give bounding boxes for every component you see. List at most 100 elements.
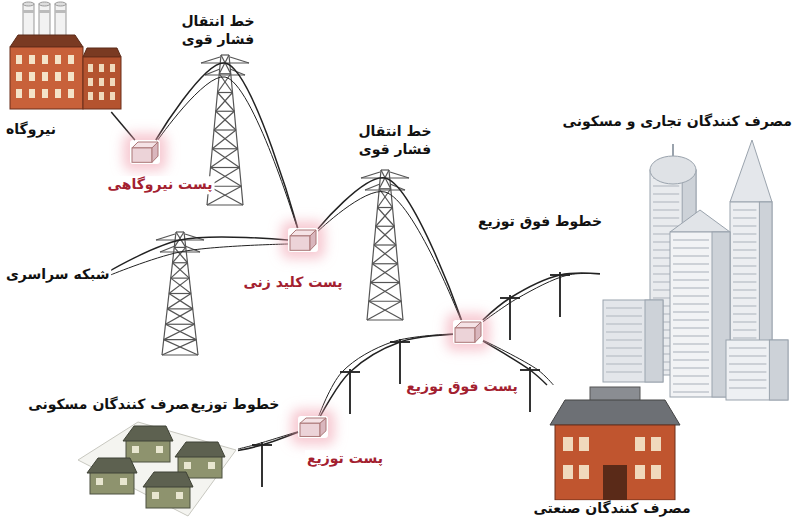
- window-row: [729, 379, 766, 381]
- node-label: پست توزیع: [305, 450, 385, 468]
- window: [651, 465, 661, 479]
- window-row: [673, 343, 709, 345]
- wire: [318, 192, 461, 320]
- window: [42, 55, 48, 64]
- window-row: [606, 315, 642, 317]
- grid-wire: [108, 237, 288, 272]
- tower-member: [169, 278, 189, 293]
- window: [651, 437, 661, 451]
- window: [96, 478, 103, 485]
- window-row: [733, 225, 756, 227]
- tower-member: [371, 282, 400, 283]
- chimney-top: [39, 2, 50, 6]
- window-row: [673, 351, 709, 353]
- pole-shaft: [399, 339, 401, 384]
- building-front: [670, 232, 730, 397]
- tower-member: [367, 319, 403, 320]
- tower-member: [211, 167, 240, 168]
- lattice-tower: [156, 232, 204, 355]
- window: [208, 462, 215, 469]
- window: [563, 437, 573, 451]
- window-row: [653, 185, 679, 187]
- window-row: [733, 313, 756, 315]
- substation-side: [475, 322, 481, 342]
- window: [635, 465, 645, 479]
- house-roof: [87, 458, 137, 473]
- window-row: [673, 375, 709, 377]
- tower-member: [166, 324, 197, 339]
- tower-member: [374, 226, 394, 245]
- window: [99, 92, 104, 100]
- window-row: [653, 209, 679, 211]
- wire: [158, 77, 297, 228]
- window-row: [673, 311, 709, 313]
- window: [156, 446, 163, 453]
- industrial-wall: [555, 425, 675, 500]
- window-row: [673, 287, 709, 289]
- chimney-stripe: [39, 10, 50, 13]
- sub-picture: [453, 320, 483, 344]
- network-label: شبکه سراسری: [4, 266, 112, 284]
- tower-member: [372, 263, 398, 264]
- sub-node: پست کلید زنی: [288, 228, 318, 252]
- window-row: [673, 255, 709, 257]
- dome: [650, 156, 696, 184]
- tower-member: [219, 73, 231, 74]
- tower-member: [166, 324, 195, 325]
- window-row: [729, 371, 766, 373]
- node-label: نیروگاه: [4, 121, 58, 139]
- factory-roof: [83, 48, 121, 57]
- tower-member: [169, 293, 191, 294]
- tower-member: [174, 247, 186, 248]
- wire: [319, 334, 453, 416]
- window: [16, 55, 22, 64]
- connector-layer: [111, 63, 600, 451]
- window: [579, 437, 589, 451]
- house-roof: [175, 442, 225, 457]
- window-row: [733, 273, 756, 275]
- tower-member: [372, 264, 399, 283]
- wire: [238, 432, 298, 450]
- factory-wing: [83, 57, 121, 109]
- window-row: [729, 387, 766, 389]
- tower-member: [378, 208, 395, 227]
- window: [16, 89, 22, 98]
- window: [110, 92, 115, 100]
- window-row: [733, 209, 756, 211]
- house-wall: [146, 486, 190, 508]
- window-row: [673, 359, 709, 361]
- tower-member: [167, 308, 193, 309]
- window: [88, 78, 93, 86]
- tower-member: [218, 93, 235, 112]
- chimney-top: [23, 2, 34, 6]
- tower-member: [166, 309, 193, 324]
- window-row: [673, 391, 709, 393]
- window-row: [673, 279, 709, 281]
- tower-member: [376, 226, 395, 227]
- window-row: [606, 355, 642, 357]
- tower-member: [216, 111, 236, 130]
- window-row: [606, 363, 642, 365]
- window: [55, 55, 61, 64]
- window-row: [733, 337, 756, 339]
- window: [152, 492, 159, 499]
- sub-picture: [288, 228, 318, 252]
- house-roof: [143, 472, 193, 487]
- tower-member: [230, 57, 249, 63]
- wire: [238, 432, 298, 449]
- window-row: [673, 383, 709, 385]
- tower-member: [174, 247, 187, 262]
- tower-member: [374, 245, 398, 264]
- substation-front: [290, 236, 310, 250]
- utility-pole: [340, 369, 360, 414]
- house-roof: [123, 426, 173, 441]
- line-label: خطوط توزیع: [189, 396, 282, 414]
- window-row: [729, 355, 766, 357]
- window: [29, 55, 35, 64]
- dome-spire: [672, 144, 674, 156]
- building-side: [645, 300, 663, 382]
- window-row: [673, 367, 709, 369]
- building-front: [603, 300, 663, 382]
- wire: [483, 273, 600, 320]
- scenery: [108, 55, 570, 487]
